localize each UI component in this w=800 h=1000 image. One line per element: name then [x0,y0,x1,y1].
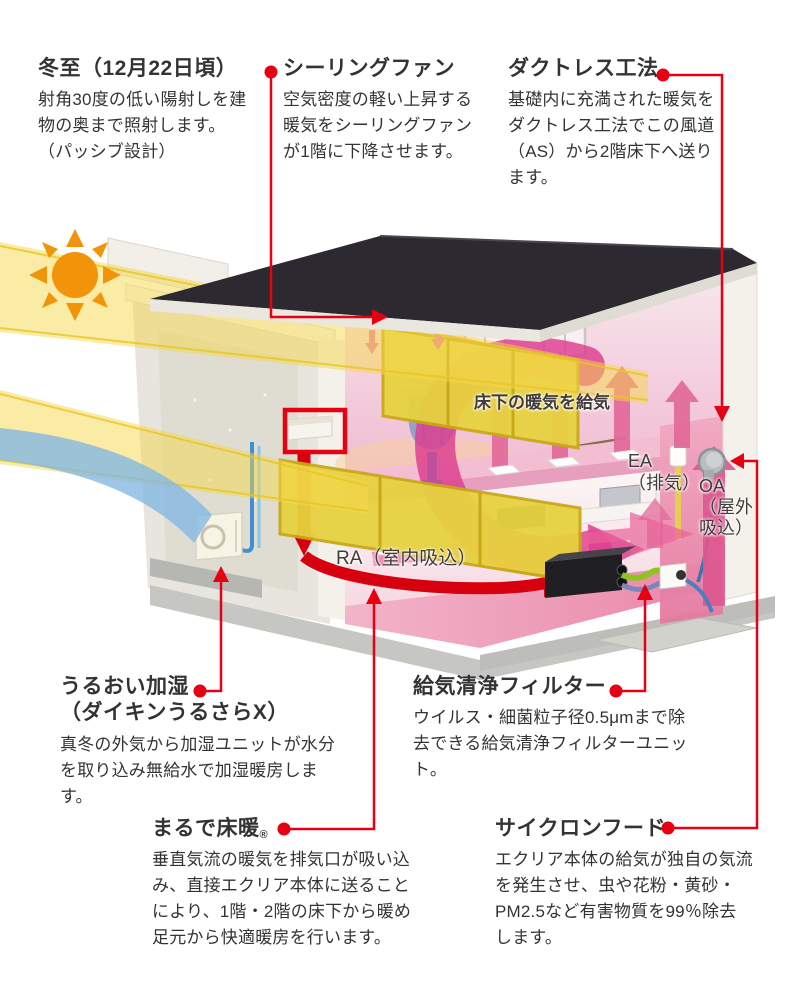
connector-humidify [193,566,229,698]
caption-ceiling-fan: シーリングファン 空気密度の軽い上昇する暖気をシーリングファンが1階に下降させま… [283,56,489,165]
caption-title: まるで床暖® [152,817,269,841]
first-floor-slab [345,560,737,648]
caption-body: 真冬の外気から加湿ユニットが水分を取り込み無給水で加湿暖房します。 [60,734,336,806]
heat-exchange-unit [545,546,666,598]
caption-ductless: ダクトレス工法 基礎内に充満された暖気をダクトレス工法でこの風道（AS）から2階… [508,56,722,191]
outdoor-unit [195,511,243,561]
caption-body: 空気密度の軽い上昇する暖気をシーリングファンが1階に下降させます。 [283,90,473,162]
registered-mark: ® [259,829,269,841]
right-exterior-wall [722,257,758,601]
caption-title: サイクロンフード [495,817,666,840]
caption-body: 射角30度の低い陽射しを建物の奥まで照射します。（パッシブ設計） [38,90,247,162]
supply-hose [620,567,664,581]
caption-cyclone-hood: サイクロンフード エクリア本体の給気が独自の気流を発生させ、虫や花粉・黄砂・PM… [495,816,753,951]
connector-floor-heating [277,588,382,836]
connector-ceiling-fan [264,65,388,325]
label-ra-return: RA（室内吸込） [336,548,477,569]
caption-subtitle: （ダイキンうるさらX） [60,701,289,725]
caption-title: 冬至（12月22日頃） [38,57,238,80]
caption-title: うるおい加湿 [60,675,189,698]
floor-vents [486,449,644,476]
caption-winter-solstice: 冬至（12月22日頃） 射角30度の低い陽射しを建物の奥まで照射します。（パッシ… [38,56,250,165]
caption-body: 基礎内に充満された暖気をダクトレス工法でこの風道（AS）から2階床下へ送ります。 [508,90,715,188]
caption-supply-filter: 給気清浄フィルター ウイルス・細菌粒子径0.5μmまで除去できる給気清浄フィルタ… [413,674,697,783]
caption-floor-heating: まるで床暖® 垂直気流の暖気を排気口が吸い込み、直接エクリア本体に送ることにより… [152,816,416,951]
caption-title: 給気清浄フィルター [413,675,607,698]
label-underfloor-supply: 床下の暖気を給気 [474,393,610,412]
annotation-connectors [193,65,759,836]
oa-hood [697,447,727,482]
red-highlight-box [282,407,348,455]
caption-title: ダクトレス工法 [508,57,659,80]
roof [150,235,757,342]
caption-title: シーリングファン [283,57,455,80]
caption-body: ウイルス・細菌粒子径0.5μmまで除去できる給気清浄フィルターユニット。 [413,708,688,780]
caption-body: エクリア本体の給気が独自の気流を発生させ、虫や花粉・黄砂・PM2.5など有害物質… [495,850,753,948]
caption-humidify: うるおい加湿 （ダイキンうるさらX） 真冬の外気から加湿ユニットが水分を取り込み… [60,674,348,810]
connector-supply-filter [609,584,653,698]
connector-ductless [656,68,730,422]
label-oa-intake: OA （屋外 吸込） [699,476,753,538]
supply-filter-unit [659,562,714,613]
caption-body: 垂直気流の暖気を排気口が吸い込み、直接エクリア本体に送ることにより、1階・2階の… [152,850,412,948]
label-ea-exhaust: EA （排気） [628,451,700,493]
sun-icon [29,229,121,321]
connector-cyclone-hood [661,453,759,835]
cool-breeze [0,428,212,543]
